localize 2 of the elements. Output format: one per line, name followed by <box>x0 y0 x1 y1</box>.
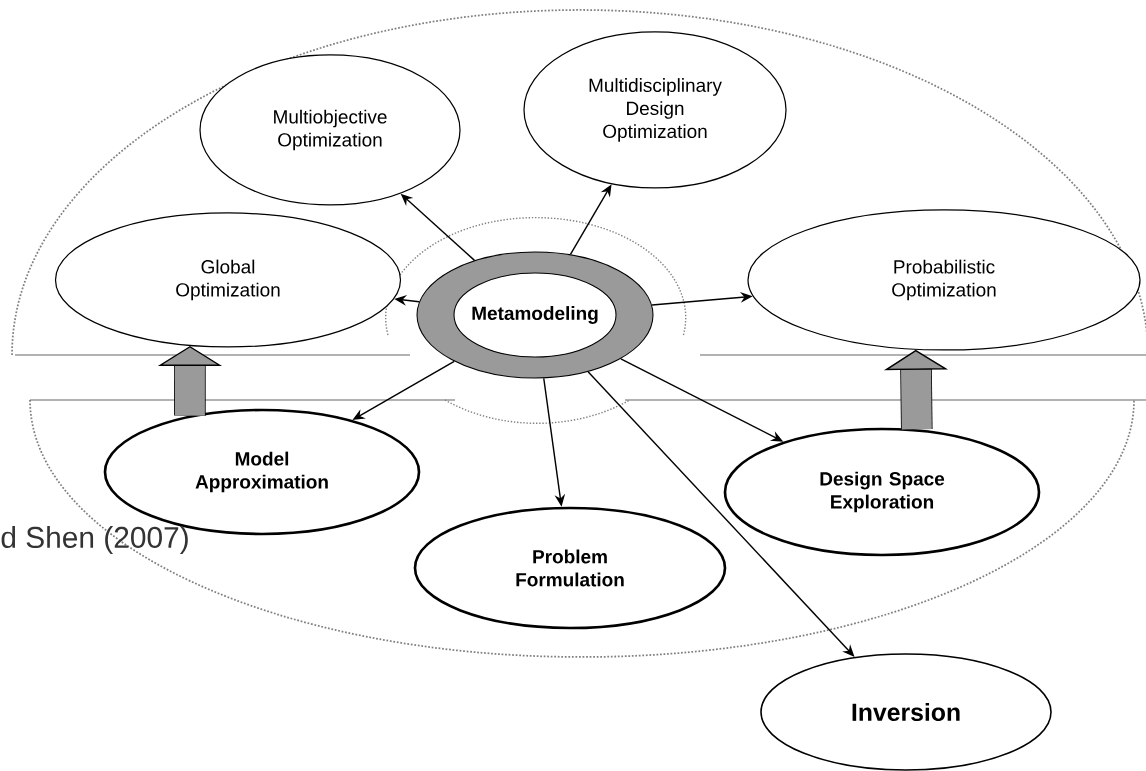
arrow <box>587 371 855 657</box>
node-label: Probabilistic Optimization <box>892 259 996 301</box>
